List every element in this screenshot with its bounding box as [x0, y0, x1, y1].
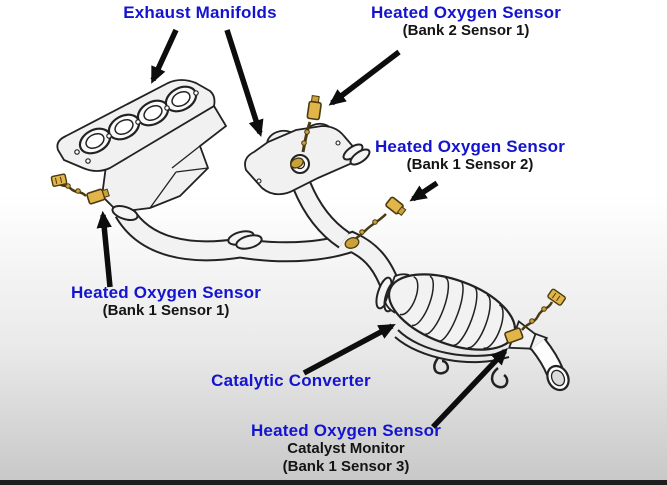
label-exhaust-manifolds: Exhaust Manifolds	[115, 3, 285, 22]
arrow-to-left-manifold	[150, 28, 179, 84]
o2-sensor-b2s1-drawing	[290, 95, 322, 169]
label-heated-oxygen-sensor-b1s3: Heated Oxygen Sensor Catalyst Monitor (B…	[226, 421, 466, 476]
arrow-to-sensor-b1s3	[431, 347, 508, 429]
arrow-to-right-manifold	[224, 29, 264, 138]
label-heated-oxygen-sensor-b1s2: Heated Oxygen Sensor (Bank 1 Sensor 2)	[352, 137, 588, 174]
o2-sensor-b1s3-drawing	[504, 288, 566, 344]
arrow-to-sensor-b1s1	[96, 210, 113, 288]
label-subtitle: (Bank 1 Sensor 1)	[102, 302, 230, 319]
label-subtitle-2: (Bank 1 Sensor 3)	[282, 458, 410, 475]
catalytic-converter-drawing	[384, 273, 570, 392]
converter-ribs	[399, 275, 504, 349]
label-title: Heated Oxygen Sensor	[374, 137, 566, 156]
callout-arrows	[96, 28, 508, 429]
video-letterbox-bar	[0, 480, 667, 485]
label-heated-oxygen-sensor-b1s1: Heated Oxygen Sensor (Bank 1 Sensor 1)	[48, 283, 284, 320]
label-subtitle: (Bank 1 Sensor 2)	[406, 156, 534, 173]
pipe-clamp	[227, 230, 263, 250]
left-exhaust-manifold-drawing	[56, 79, 228, 221]
label-title: Exhaust Manifolds	[123, 3, 277, 22]
o2-sensor-b1s2-drawing	[344, 196, 407, 249]
label-heated-oxygen-sensor-b2s1: Heated Oxygen Sensor (Bank 2 Sensor 1)	[348, 3, 584, 40]
manifold-bolt-holes	[74, 90, 199, 164]
label-title: Heated Oxygen Sensor	[370, 3, 562, 22]
label-subtitle: (Bank 2 Sensor 1)	[402, 22, 530, 39]
hanger-hook	[490, 367, 509, 389]
label-catalytic-converter: Catalytic Converter	[173, 371, 409, 390]
o2-sensor-b1s1-drawing	[50, 173, 110, 205]
label-title: Heated Oxygen Sensor	[250, 421, 442, 440]
label-title: Catalytic Converter	[211, 371, 371, 390]
label-subtitle: Catalyst Monitor	[287, 440, 405, 457]
hanger-hook	[433, 357, 450, 375]
arrow-to-sensor-b1s2	[409, 180, 439, 202]
label-title: Heated Oxygen Sensor	[70, 283, 262, 302]
arrow-to-sensor-b2s1	[328, 49, 401, 106]
arrow-to-catalytic-converter	[302, 323, 396, 376]
